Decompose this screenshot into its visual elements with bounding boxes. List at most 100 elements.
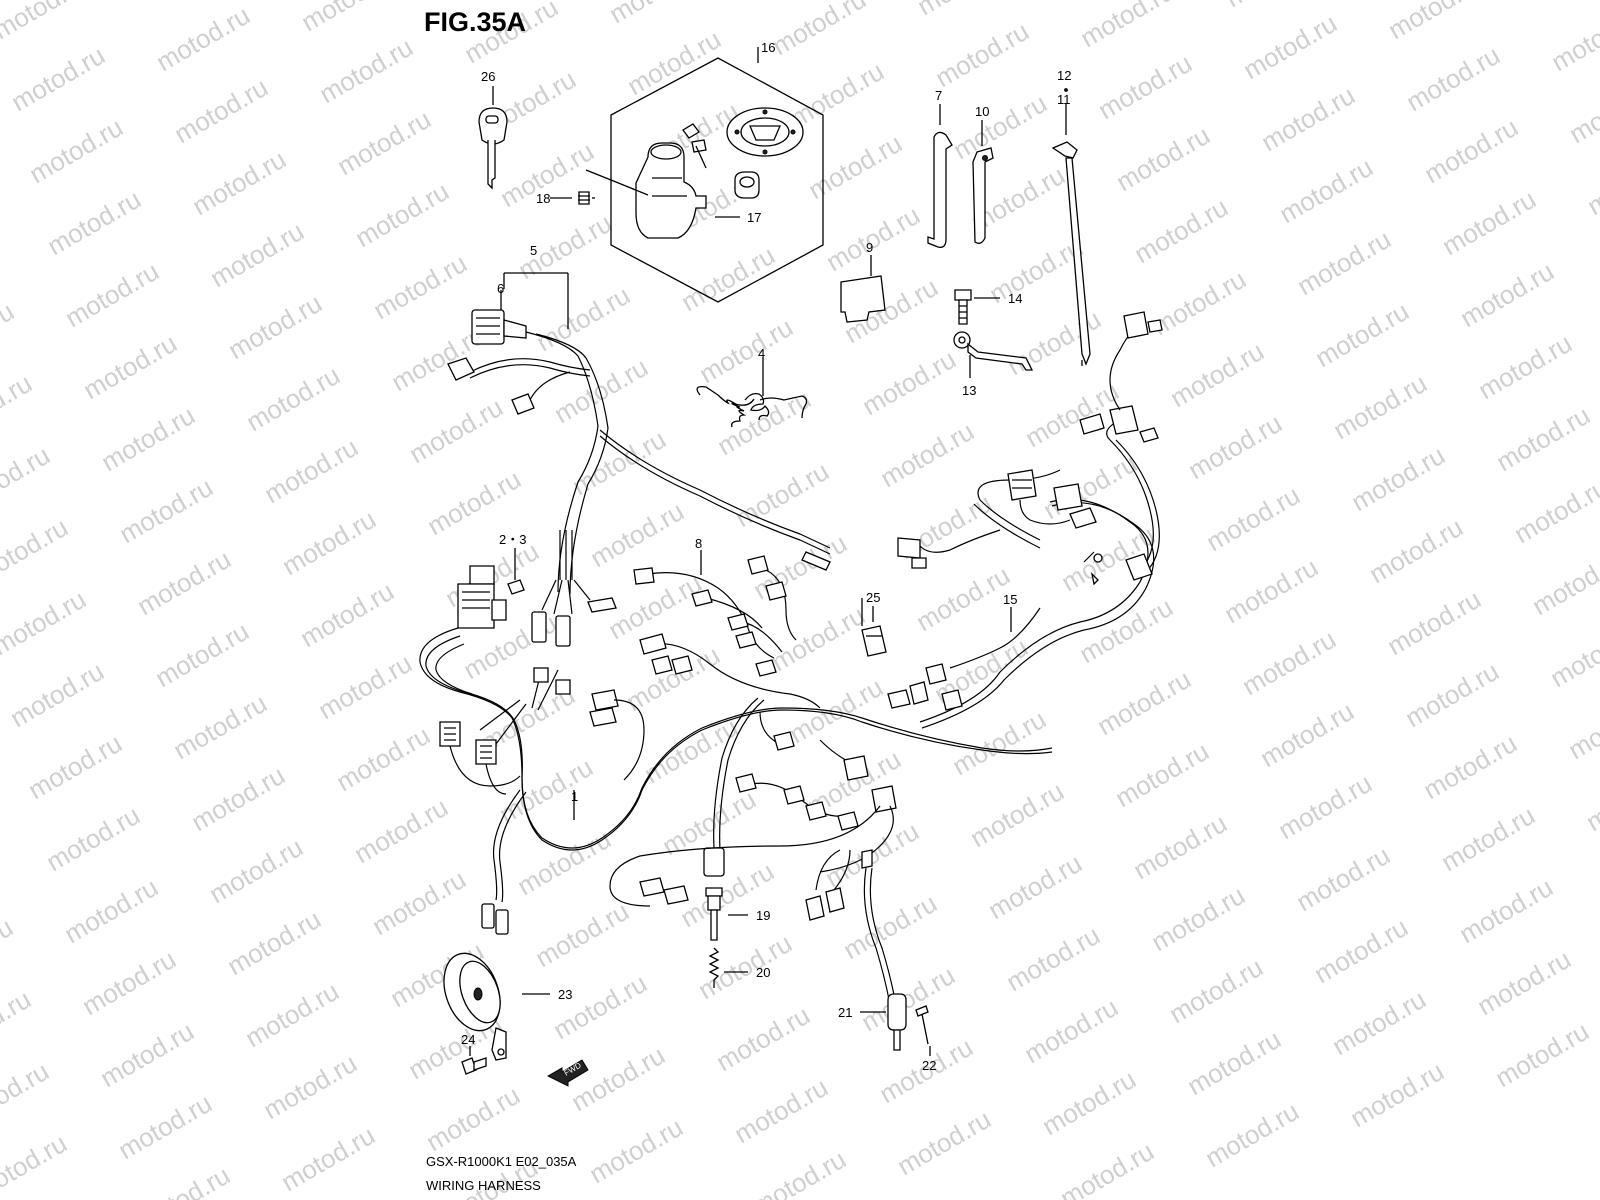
watermark-text: motod.ru [169,72,273,149]
leader-lines [573,598,863,820]
watermark-text: motod.ru [1055,1136,1159,1200]
watermark-text: motod.ru [1310,296,1414,373]
watermark-text: motod.ru [1382,584,1486,661]
watermark-text: motod.ru [258,1048,362,1125]
cable-tie-11-12 [1051,88,1091,366]
callout-18: 18 [536,191,550,206]
watermark-text: motod.ru [1128,808,1232,885]
watermark-text: motod.ru [1491,400,1595,477]
watermark-text: motod.ru [747,1144,851,1200]
clamp-7 [927,104,953,248]
watermark-text: motod.ru [1419,112,1523,189]
watermark-text: motod.ru [187,144,291,221]
callout-26: 26 [481,69,495,84]
watermark-text: motod.ru [676,240,780,317]
watermark-text: motod.ru [1346,440,1450,517]
watermark-text: motod.ru [95,1016,199,1093]
watermark-text: motod.ru [1074,592,1178,669]
watermark-text: motod.ru [1165,336,1269,413]
watermark-text: motod.ru [0,984,36,1061]
watermark-text: motod.ru [892,1104,996,1181]
watermark-text: motod.ru [295,576,399,653]
watermark-text: motod.ru [983,848,1087,925]
watermark-text: motod.ru [1183,408,1287,485]
watermark-text: motod.ru [0,0,92,45]
watermark-text: motod.ru [1401,40,1505,117]
watermark-text: motod.ru [222,904,326,981]
watermark-text: motod.ru [948,88,1052,165]
watermark-text: motod.ru [1002,304,1106,381]
watermark-text: motod.ru [421,1080,525,1157]
watermark-text: motod.ru [1274,152,1378,229]
watermark-text: motod.ru [1255,696,1359,773]
watermark-text: motod.ru [332,104,436,181]
watermark-text: motod.ru [0,440,55,517]
watermark-text: motod.ru [1238,8,1342,85]
watermark-text: motod.ru [6,40,110,117]
watermark-text: motod.ru [0,512,73,589]
watermark-text: motod.ru [1437,184,1541,261]
watermark-text: motod.ru [1383,0,1487,45]
watermark-text: motod.ru [78,328,182,405]
watermark-text: motod.ru [803,128,907,205]
watermark-text: motod.ru [767,0,871,61]
watermark-text: motod.ru [131,1160,235,1200]
watermark-text: motod.ru [0,224,1,301]
ground-bracket-13 [953,331,1034,378]
callout-labels: 1 2・3 4 5 6 7 8 9 10 11 12 13 14 15 16 1… [461,40,1071,1073]
callout-20: 20 [756,965,770,980]
watermark-text: motod.ru [1328,368,1432,445]
callout-16: 16 [761,40,775,55]
callout-10: 10 [975,104,989,119]
watermark-text: motod.ru [1292,224,1396,301]
watermark-text: motod.ru [296,0,400,37]
watermark-text: motod.ru [422,464,526,541]
watermark-text: motod.ru [530,896,634,973]
callout-7: 7 [935,88,942,103]
callout-23: 23 [558,987,572,1002]
watermark-text: motod.ru [0,1056,54,1133]
watermark-text: motod.ru [0,296,19,373]
watermark-text: motod.ru [821,200,925,277]
watermark-text: motod.ru [512,824,616,901]
watermark-text: motod.ru [857,344,961,421]
callout-19: 19 [756,908,770,923]
watermark-text: motod.ru [60,256,164,333]
watermark-text: motod.ru [1146,880,1250,957]
watermark-text: motod.ru [1509,472,1600,549]
watermark-text: motod.ru [276,1120,380,1197]
watermark-text: motod.ru [711,1000,815,1077]
watermark-text: motod.ru [730,456,834,533]
watermark-text: motod.ru [639,712,743,789]
watermark-text: motod.ru [548,968,652,1045]
watermark-text: motod.ru [349,792,453,869]
clamp-10 [972,120,994,244]
watermark-text: motod.ru [567,424,671,501]
callout-15: 15 [1003,592,1017,607]
watermark-text: motod.ru [404,392,508,469]
watermark-text: motod.ru [1546,0,1600,77]
watermark-text: motod.ru [875,416,979,493]
watermark-text: motod.ru [5,656,109,733]
callout-9: 9 [866,240,873,255]
watermark-text: motod.ru [531,280,635,357]
watermark-text: motod.ru [911,560,1015,637]
watermark-text: motod.ru [314,32,418,109]
watermark-text: motod.ru [1400,656,1504,733]
callout-6: 6 [497,281,504,296]
watermark-text: motod.ru [1256,80,1360,157]
watermark-text: motod.ru [96,400,200,477]
spring-20 [708,947,748,988]
watermark-text: motod.ru [838,888,942,965]
callout-2-3: 2・3 [499,532,526,547]
watermark-text: motod.ru [1219,552,1323,629]
watermark-text: motod.ru [930,16,1034,93]
watermark-text: motod.ru [1545,616,1600,693]
figure-title: FIG.35A [424,7,526,37]
callout-14: 14 [1008,291,1022,306]
watermark-text: motod.ru [1472,944,1576,1021]
watermark-text: motod.ru [1436,800,1540,877]
watermark-text: motod.ru [204,832,308,909]
watermark-text: motod.ru [1020,376,1124,453]
